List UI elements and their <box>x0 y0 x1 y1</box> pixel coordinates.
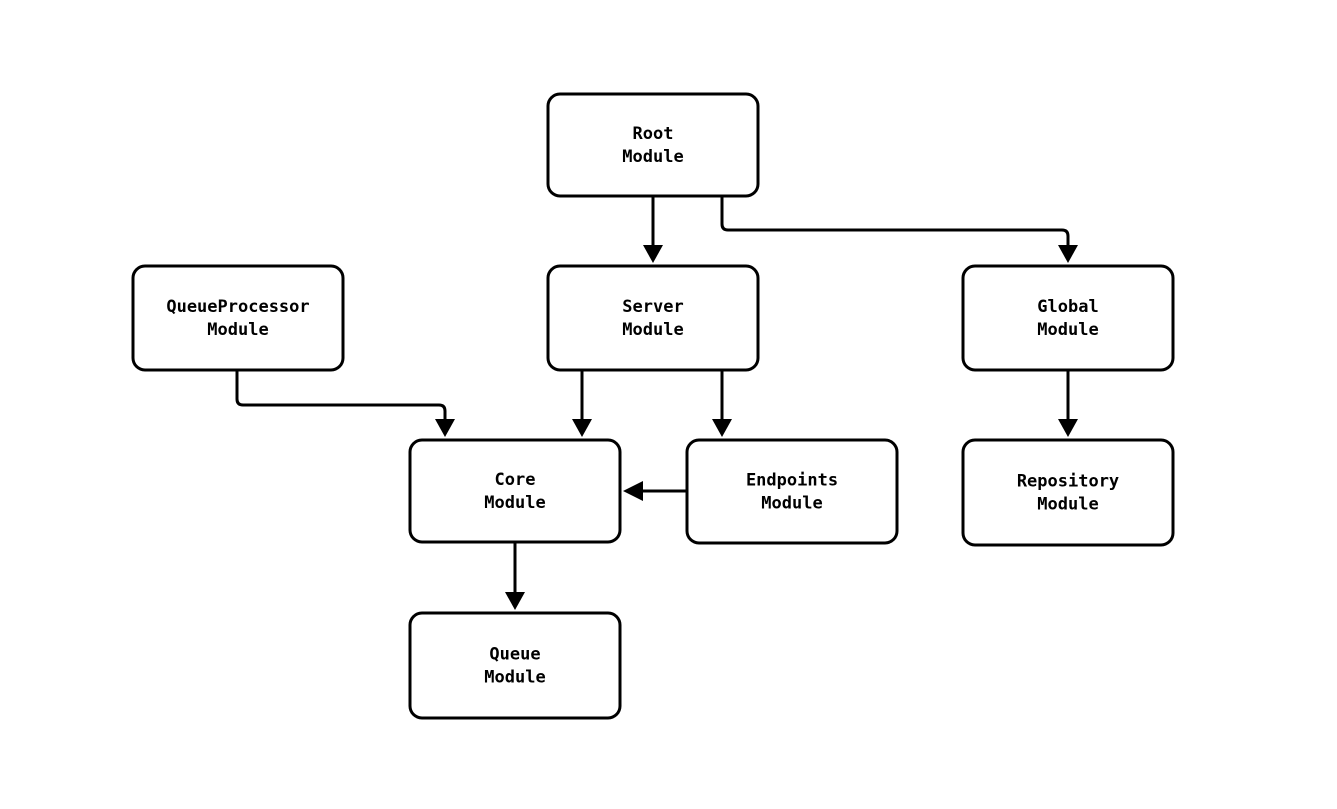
node-box[interactable] <box>685 438 899 545</box>
node-label-line2: Module <box>761 494 822 514</box>
node-label-line2: Module <box>622 320 683 340</box>
node-box[interactable] <box>546 92 760 198</box>
node-label-line1: Core <box>495 470 536 490</box>
node-box[interactable] <box>546 264 760 372</box>
node-label-line2: Module <box>207 320 268 340</box>
arrowhead-icon <box>572 419 592 437</box>
arrowhead-icon <box>435 419 455 437</box>
node-box[interactable] <box>131 264 345 372</box>
node-label-line1: Server <box>622 297 683 317</box>
edge-server-to-endpoints <box>712 370 732 437</box>
edge-line <box>720 196 1070 245</box>
arrowhead-icon <box>1058 245 1078 263</box>
node-label-line1: Endpoints <box>746 471 838 491</box>
node-label-line1: Queue <box>489 645 540 665</box>
node-box[interactable] <box>961 264 1175 372</box>
edge-endpoints-to-core <box>623 481 687 501</box>
node-box[interactable] <box>408 438 622 544</box>
edge-core-to-queue <box>505 542 525 610</box>
node-label-line2: Module <box>1037 320 1098 340</box>
node-box[interactable] <box>961 438 1175 547</box>
node-box[interactable] <box>408 611 622 720</box>
node-label-line1: Repository <box>1017 472 1119 492</box>
arrowhead-icon <box>505 592 525 610</box>
edge-global-to-repository <box>1058 370 1078 437</box>
arrowhead-icon <box>643 245 663 263</box>
arrowhead-icon <box>623 481 643 501</box>
edges-layer <box>235 196 1078 610</box>
edge-line <box>235 370 447 419</box>
node-label-line2: Module <box>484 493 545 513</box>
node-label-line2: Module <box>1037 495 1098 515</box>
edge-queueprocessor-to-core <box>235 370 455 437</box>
edge-server-to-core <box>572 370 592 437</box>
arrowhead-icon <box>712 419 732 437</box>
node-label-line2: Module <box>484 668 545 688</box>
edge-root-to-server <box>643 196 663 263</box>
arrowhead-icon <box>1058 419 1078 437</box>
node-label-line1: QueueProcessor <box>166 297 309 317</box>
node-label-line1: Root <box>633 124 674 144</box>
edge-root-to-global <box>720 196 1078 263</box>
node-label-line2: Module <box>622 147 683 167</box>
node-label-line1: Global <box>1037 297 1098 317</box>
